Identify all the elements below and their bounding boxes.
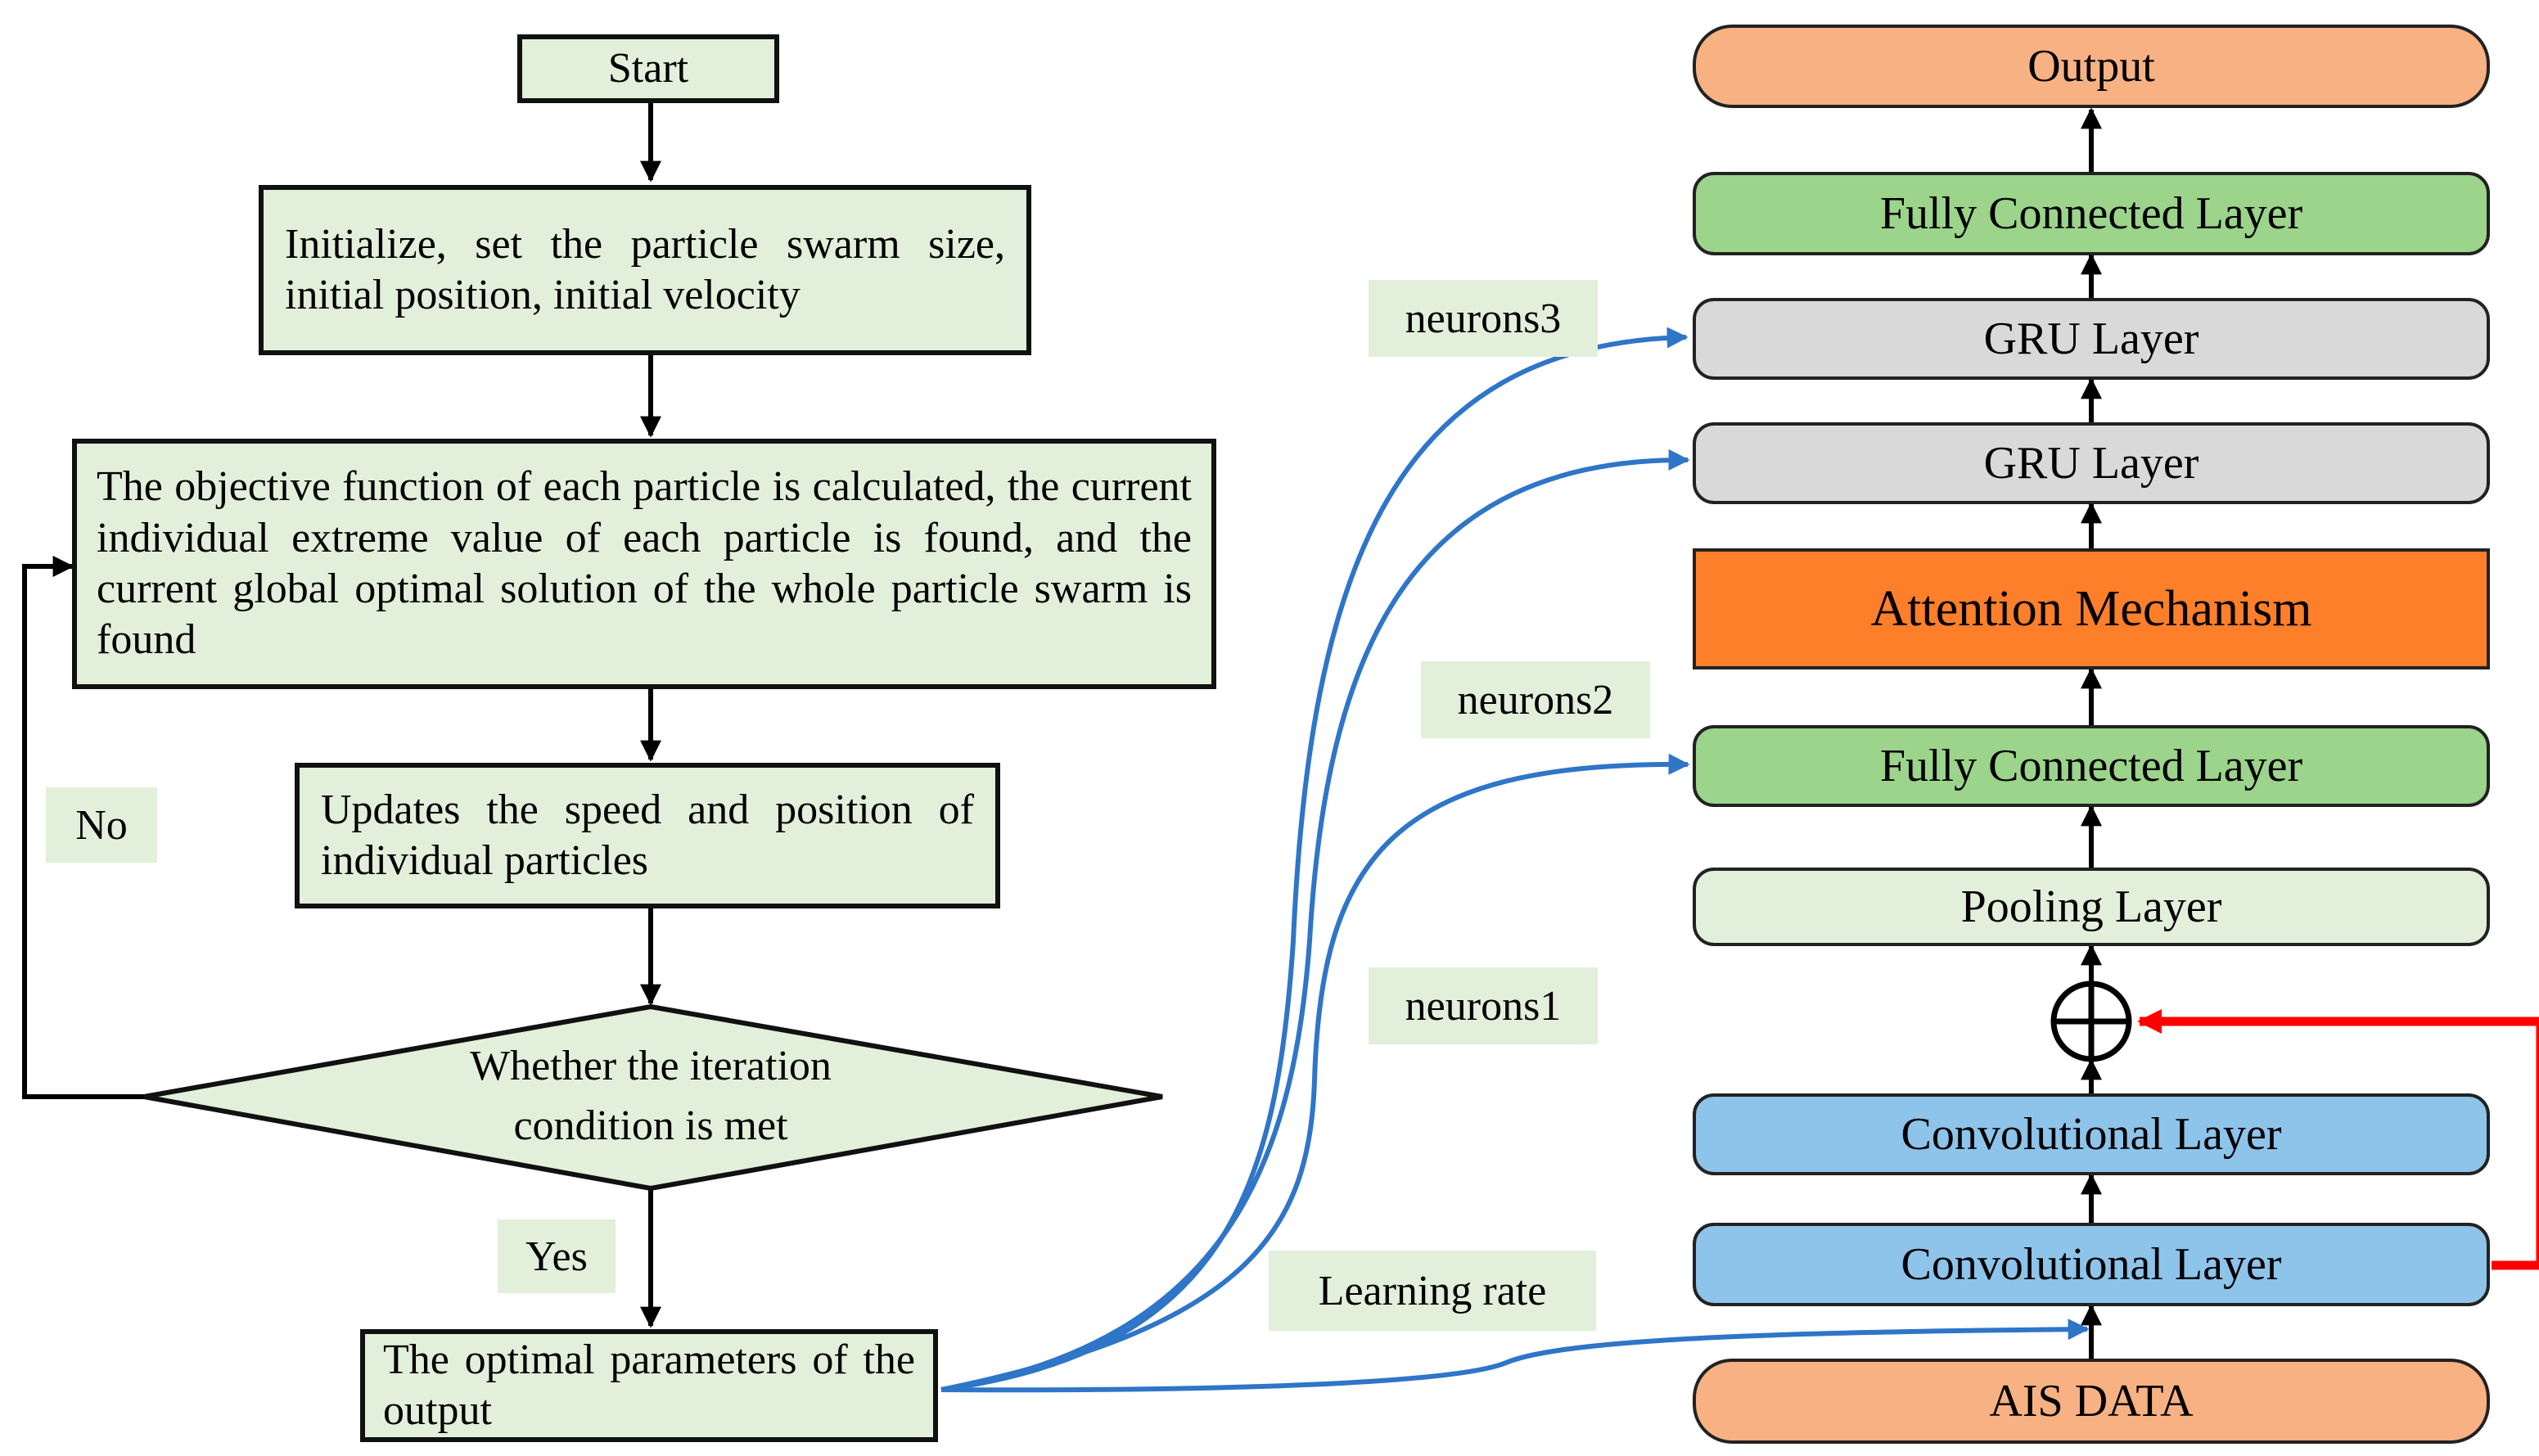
objective-box: The objective function of each particle …: [72, 439, 1216, 689]
learning-rate-label: Learning rate: [1269, 1251, 1596, 1331]
conv-layer-bottom: Convolutional Layer: [1693, 1223, 2490, 1306]
residual-arrow: [2137, 1009, 2539, 1270]
fc-layer-bottom: Fully Connected Layer: [1693, 725, 2490, 807]
fc-layer-top: Fully Connected Layer: [1693, 172, 2490, 255]
gru-layer-top: GRU Layer: [1693, 298, 2490, 380]
output-params-box: The optimal parameters of the output: [360, 1329, 938, 1442]
param-curve-neurons1: [940, 753, 1690, 1392]
param-curve-neurons2: [940, 449, 1690, 1392]
neurons1-label: neurons1: [1369, 967, 1598, 1044]
pooling-layer: Pooling Layer: [1693, 868, 2490, 946]
update-box: Updates the speed and position of indivi…: [295, 763, 1000, 908]
decision-diamond: [143, 1003, 1163, 1192]
arrow-no-loop: [22, 556, 147, 1099]
start-box: Start: [517, 34, 779, 103]
param-curve-learning-rate: [940, 1319, 2090, 1393]
update-text: Updates the speed and position of indivi…: [321, 786, 974, 884]
add-operator: [2050, 980, 2132, 1062]
decision-text: Whether the iteration condition is met: [344, 1031, 958, 1162]
conv-layer-top: Convolutional Layer: [1693, 1093, 2490, 1175]
output-params-text: The optimal parameters of the output: [383, 1336, 915, 1434]
neurons3-label: neurons3: [1369, 280, 1598, 357]
initialize-text: Initialize, set the particle swarm size,…: [285, 220, 1005, 318]
decision-line-1: Whether the iteration: [470, 1043, 832, 1090]
gru-layer-bottom: GRU Layer: [1693, 422, 2490, 504]
initialize-box: Initialize, set the particle swarm size,…: [259, 185, 1031, 355]
input-layer: AIS DATA: [1693, 1359, 2490, 1444]
output-layer: Output: [1693, 25, 2490, 108]
decision-line-2: condition is met: [513, 1102, 788, 1149]
no-label: No: [46, 787, 157, 863]
start-text: Start: [607, 44, 689, 92]
objective-text: The objective function of each particle …: [97, 463, 1192, 664]
neurons2-label: neurons2: [1421, 661, 1650, 738]
param-curve-neurons3: [940, 327, 1689, 1392]
attention-layer: Attention Mechanism: [1693, 548, 2490, 669]
yes-label: Yes: [498, 1219, 616, 1293]
